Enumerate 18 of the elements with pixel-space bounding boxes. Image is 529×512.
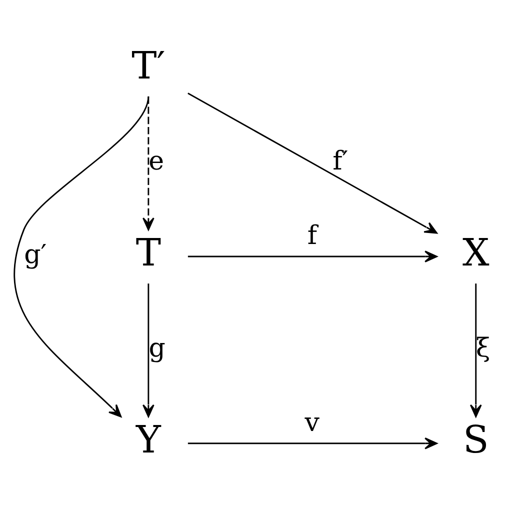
arrow [14, 96, 150, 417]
node-text: S [462, 417, 489, 462]
edge-label: f [307, 220, 317, 251]
edge-label: ξ [476, 332, 490, 363]
arrow [188, 436, 438, 449]
arrow [142, 283, 154, 417]
arrow [188, 250, 438, 262]
node-text: X [462, 230, 490, 274]
edge-label: g [148, 332, 166, 363]
edge-label: f′ [332, 146, 348, 176]
node-text: Y [136, 417, 161, 462]
node-text: T [136, 230, 161, 274]
arrow [470, 283, 482, 417]
edge-label: v [304, 407, 320, 438]
arrow [188, 92, 438, 234]
edge-label: g′ [24, 239, 47, 270]
edge-label: e [148, 146, 164, 176]
node-text: T′ [132, 43, 166, 88]
